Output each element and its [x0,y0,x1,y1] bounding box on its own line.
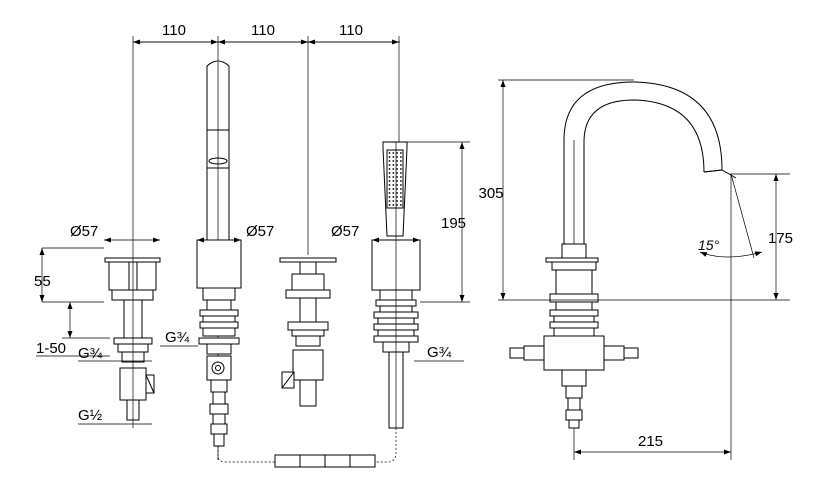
nozzle-dot [396,188,398,190]
nozzle-dot [388,180,391,182]
deck-range-label: 1-50 [36,340,66,357]
spacing-label-3: 110 [339,22,363,39]
nozzle-dot [396,204,398,206]
nozzle-dot [392,200,395,202]
nozzle-dot [388,200,391,202]
nozzle-dot [400,156,402,158]
nozzle-dot [396,200,398,202]
nozzle-dot [392,184,395,186]
dia-label-3: Ø57 [331,223,359,240]
nozzle-dot [388,184,391,186]
nozzle-dot [396,172,398,174]
spacing-label-2: 110 [251,22,275,39]
spout-angle-label: 15° [698,237,720,253]
nozzle-dot [396,176,398,178]
nozzle-dot [400,188,402,190]
spacing-dimensions: 110 110 110 [132,22,400,255]
nozzle-dot [388,172,391,174]
nozzle-dot [392,176,395,178]
nozzle-dot [388,192,391,194]
nozzle-dot [388,204,391,206]
nozzle-dot [400,196,402,198]
left-valve [104,240,161,428]
nozzle-dot [400,200,402,202]
nozzle-dot [392,204,395,206]
nozzle-dot [400,176,402,178]
nozzle-dot [400,180,402,182]
left-dimensions: 55 1-50 G¾ G½ Ø57 [34,223,160,425]
nozzle-dot [392,156,395,158]
nozzle-dot [388,152,391,154]
valve-height-label: 55 [34,273,51,290]
nozzle-dot [400,164,402,166]
nozzle-dot [392,164,395,166]
nozzle-dot [400,204,402,206]
thread-label-center: G¾ [165,329,190,346]
nozzle-dot [396,156,398,158]
nozzle-dot [388,156,391,158]
nozzle-dot [392,196,395,198]
nozzle-dot [400,168,402,170]
nozzle-dot [392,160,395,162]
nozzle-dot [388,160,391,162]
nozzle-dot [396,152,398,154]
bath-spout: Ø57 G¾ [160,60,274,460]
spout-total-height-label: 305 [478,185,503,202]
nozzle-dot [392,188,395,190]
dia-label-1: Ø57 [70,223,98,240]
right-valve [279,257,337,407]
spacing-label-1: 110 [162,22,186,39]
dia-label-2: Ø57 [246,223,274,240]
nozzle-dot [392,172,395,174]
nozzle-dot [388,176,391,178]
nozzle-dot [396,160,398,162]
nozzle-dot [388,164,391,166]
spout-outlet-height-label: 175 [768,230,793,247]
nozzle-dot [392,180,395,182]
nozzle-dot [388,196,391,198]
handshower-height-label: 195 [441,215,466,232]
thread-label-left: G¾ [78,345,103,362]
shower-head-nozzles [386,149,404,209]
thread-half-label: G½ [78,407,103,424]
nozzle-dot [396,196,398,198]
nozzle-dot [396,184,398,186]
nozzle-dot [396,180,398,182]
nozzle-dot [396,168,398,170]
nozzle-dot [396,164,398,166]
nozzle-dot [396,192,398,194]
nozzle-grid [388,152,402,206]
hand-shower: Ø57 195 G¾ [217,141,470,468]
nozzle-dot [400,192,402,194]
nozzle-dot [392,168,395,170]
nozzle-dot [400,152,402,154]
nozzle-dot [388,188,391,190]
spout-side-view: 305 175 15° 215 [478,79,793,460]
nozzle-dot [388,168,391,170]
nozzle-dot [400,184,402,186]
nozzle-dot [392,192,395,194]
spout-reach-label: 215 [638,433,663,450]
nozzle-dot [400,160,402,162]
nozzle-dot [400,172,402,174]
nozzle-dot [392,152,395,154]
thread-label-right: G¾ [427,344,452,361]
